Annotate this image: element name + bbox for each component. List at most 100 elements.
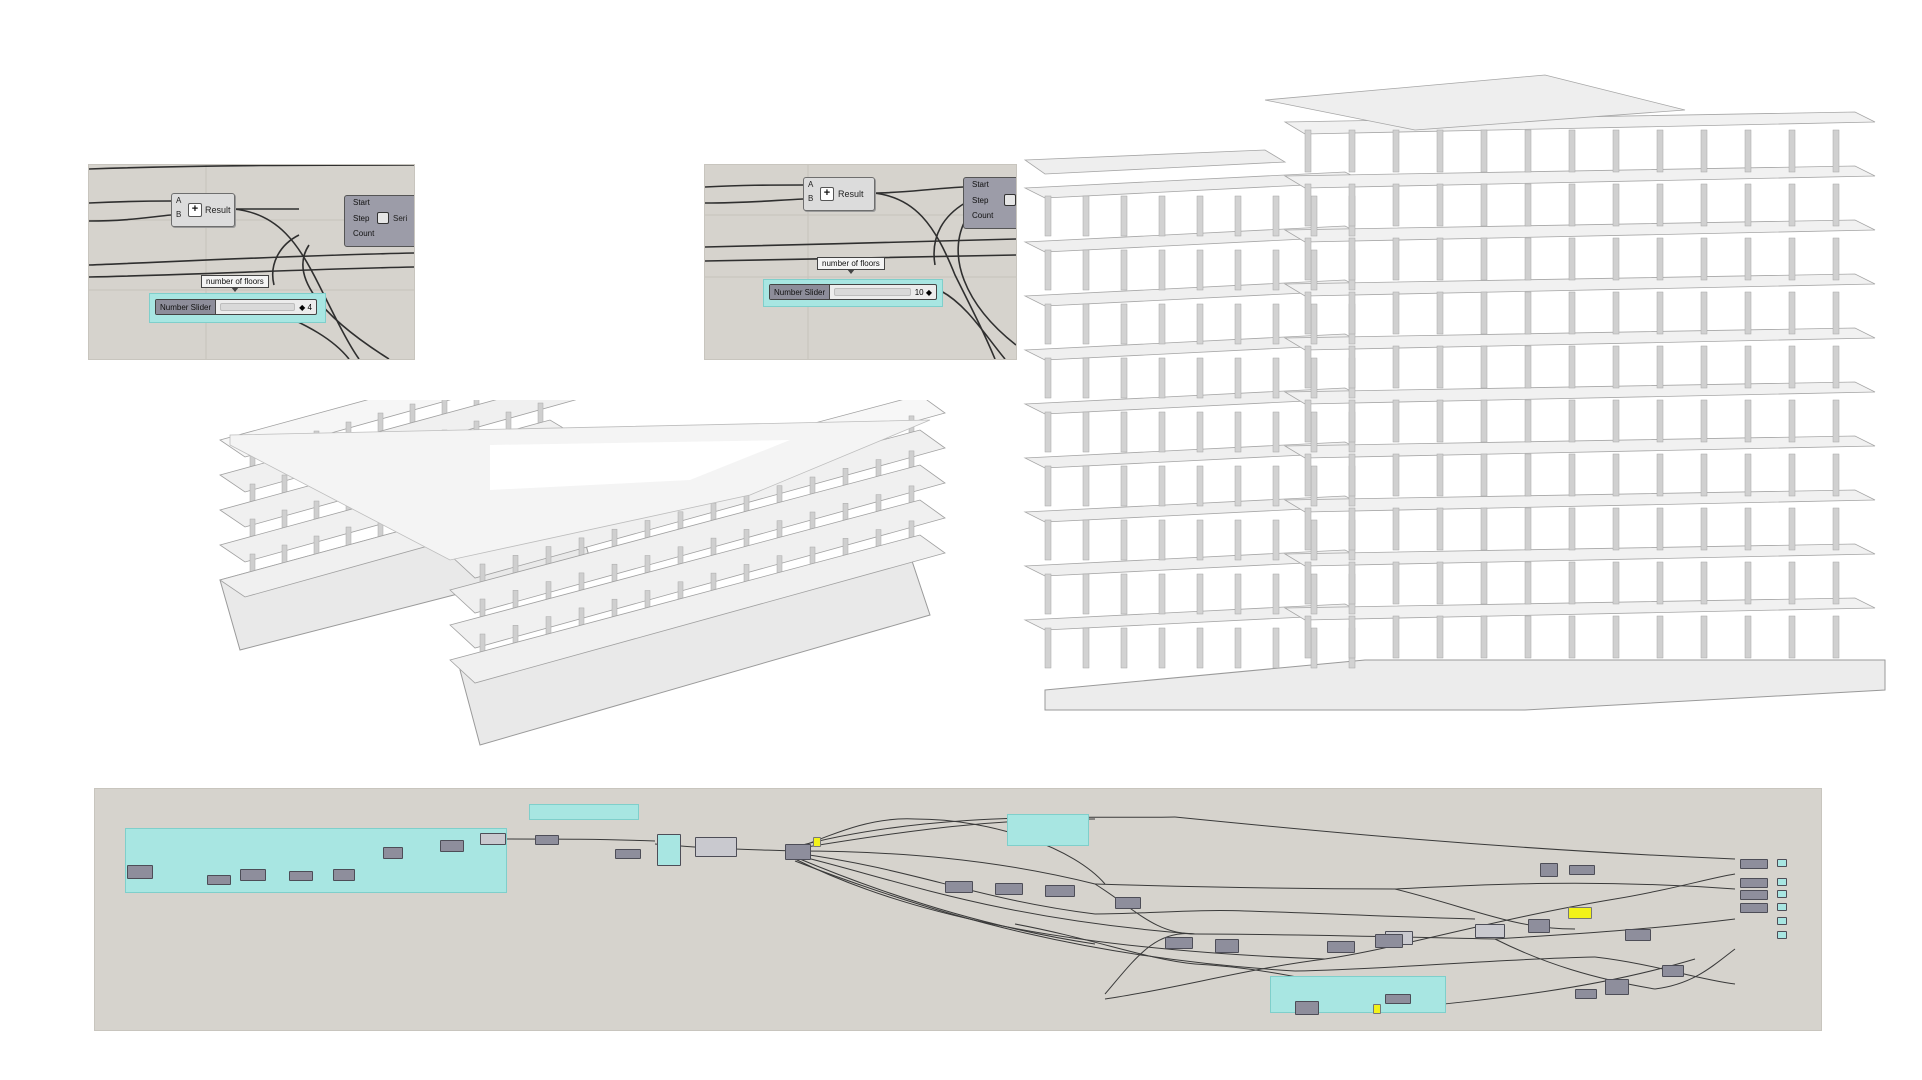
overview-component[interactable] (1295, 1001, 1319, 1015)
grasshopper-canvas-10-floors[interactable]: A B + Result Start Step Count number of … (704, 164, 1017, 360)
number-slider[interactable]: Number Slider ◆ 4 (155, 299, 317, 315)
overview-output[interactable] (1777, 878, 1787, 886)
overview-component[interactable] (1327, 941, 1355, 953)
overview-component[interactable] (1740, 878, 1768, 888)
grasshopper-definition-overview[interactable] (94, 788, 1822, 1031)
addition-component[interactable]: A B + Result (803, 177, 875, 211)
overview-component[interactable] (1475, 924, 1505, 938)
overview-component[interactable] (127, 865, 153, 879)
overview-component[interactable] (1375, 934, 1403, 948)
column (1348, 129, 1356, 173)
overview-component[interactable] (657, 834, 681, 866)
overview-component[interactable] (1165, 937, 1193, 949)
column (1480, 291, 1488, 335)
column (1158, 573, 1166, 615)
column (1700, 615, 1708, 659)
column (1788, 615, 1796, 659)
result-output-label: Result (838, 189, 864, 199)
overview-group-top[interactable] (529, 804, 639, 820)
overview-component[interactable] (289, 871, 313, 881)
overview-component[interactable] (785, 844, 811, 860)
overview-wire-layer (504, 816, 1736, 1010)
overview-group-floor-plan[interactable] (125, 828, 507, 893)
column (1392, 237, 1400, 281)
grasshopper-canvas-4-floors[interactable]: A B + Result Start Step Count Seri numbe… (88, 164, 415, 360)
overview-component[interactable] (1215, 939, 1239, 953)
overview-output[interactable] (1777, 859, 1787, 867)
series-step-label: Step (353, 214, 370, 223)
overview-component[interactable] (480, 833, 506, 845)
column (1234, 573, 1242, 615)
overview-component[interactable] (535, 835, 559, 845)
overview-component[interactable] (1115, 897, 1141, 909)
overview-component[interactable] (945, 881, 973, 893)
overview-component[interactable] (1540, 863, 1558, 877)
overview-component[interactable] (1045, 885, 1075, 897)
overview-component[interactable] (333, 869, 355, 881)
column (1304, 237, 1312, 281)
column (1744, 237, 1752, 281)
overview-component[interactable] (695, 837, 737, 857)
column (1700, 345, 1708, 389)
column (1832, 561, 1840, 605)
overview-component[interactable] (1575, 989, 1597, 999)
series-count-label: Count (972, 211, 994, 220)
overview-component[interactable] (240, 869, 266, 881)
overview-component[interactable] (440, 840, 464, 852)
overview-component[interactable] (1569, 865, 1595, 875)
column (1612, 561, 1620, 605)
column (1612, 453, 1620, 497)
column (1568, 237, 1576, 281)
column (1196, 519, 1204, 561)
overview-output[interactable] (1777, 931, 1787, 939)
series-component[interactable]: Start Step Count Seri (344, 195, 414, 247)
overview-component[interactable] (615, 849, 641, 859)
column (1120, 573, 1128, 615)
overview-component[interactable] (383, 847, 403, 859)
overview-highlight[interactable] (1568, 907, 1592, 919)
overview-output[interactable] (1777, 890, 1787, 898)
column (1480, 561, 1488, 605)
slider-value: ◆ 4 (299, 302, 312, 312)
column (1082, 357, 1090, 399)
column (1348, 453, 1356, 497)
column (1392, 615, 1400, 659)
overview-component[interactable] (1740, 903, 1768, 913)
column (1436, 345, 1444, 389)
number-slider[interactable]: Number Slider 10 ◆ (769, 284, 937, 300)
addition-component[interactable]: A B + Result (171, 193, 235, 227)
overview-highlight[interactable] (1373, 1004, 1381, 1014)
slider-track[interactable] (220, 303, 296, 311)
slider-track[interactable] (834, 288, 911, 296)
series-step-label: Step (972, 196, 989, 205)
overview-component[interactable] (1605, 979, 1629, 995)
column (1044, 303, 1052, 345)
column (1304, 399, 1312, 443)
overview-component[interactable] (1528, 919, 1550, 933)
column (1310, 627, 1318, 669)
column (1158, 411, 1166, 453)
column (1348, 615, 1356, 659)
column (1480, 507, 1488, 551)
floor-slab (1283, 597, 1876, 621)
overview-output[interactable] (1777, 903, 1787, 911)
overview-highlight[interactable] (813, 837, 821, 847)
column (1700, 183, 1708, 227)
column (1788, 453, 1796, 497)
overview-output[interactable] (1777, 917, 1787, 925)
column (1082, 195, 1090, 237)
overview-component[interactable] (1740, 890, 1768, 900)
overview-group-right-top[interactable] (1007, 814, 1089, 846)
overview-component[interactable] (1662, 965, 1684, 977)
overview-component[interactable] (995, 883, 1023, 895)
overview-component[interactable] (1740, 859, 1768, 869)
floor-slab (1283, 219, 1876, 243)
column (1524, 345, 1532, 389)
overview-component[interactable] (207, 875, 231, 885)
overview-component[interactable] (1625, 929, 1651, 941)
addition-icon: + (188, 203, 202, 217)
column (1304, 507, 1312, 551)
series-component[interactable]: Start Step Count (963, 177, 1016, 229)
column (1788, 507, 1796, 551)
overview-component[interactable] (1385, 994, 1411, 1004)
